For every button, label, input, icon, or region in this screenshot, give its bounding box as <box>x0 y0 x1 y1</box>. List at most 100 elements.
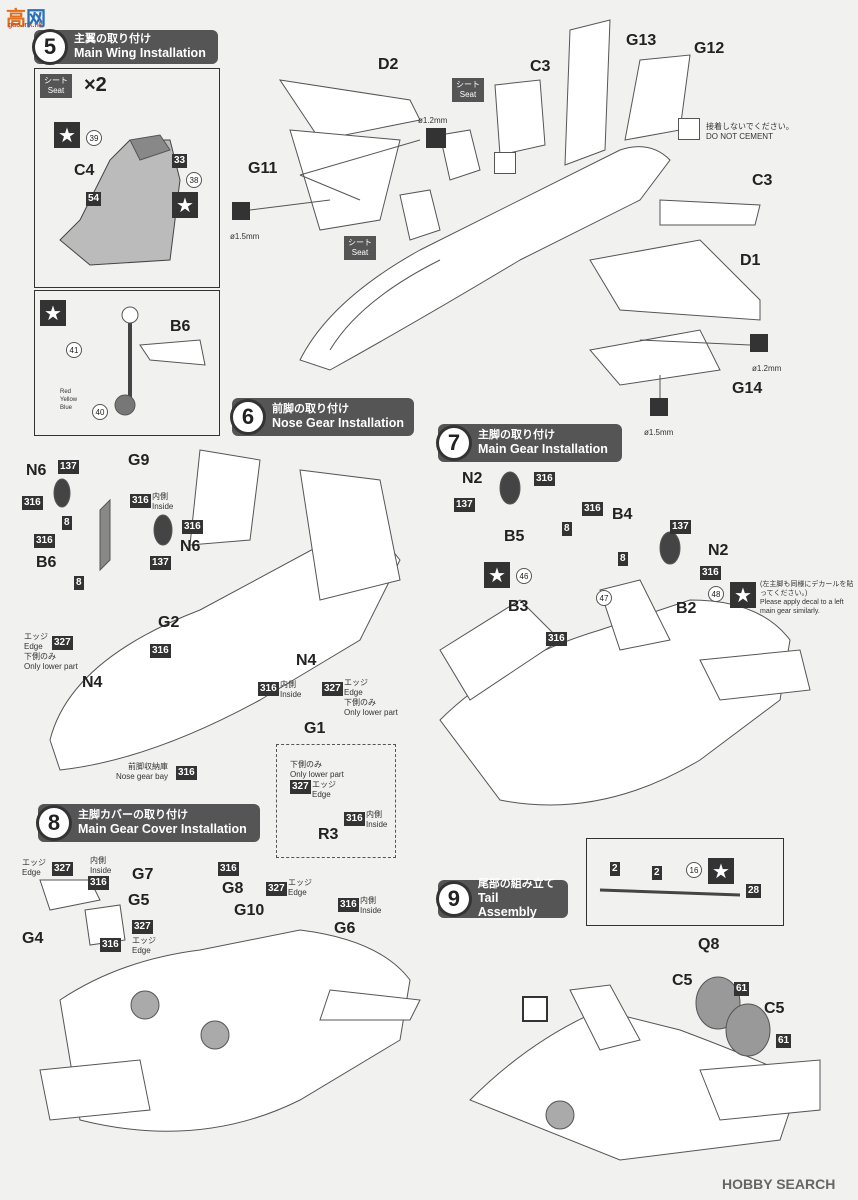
code-316: 316 <box>700 566 721 580</box>
decal-48: 48 <box>708 586 724 602</box>
part-N4-right: N4 <box>296 652 317 669</box>
code-327: 327 <box>266 882 287 896</box>
code-54: 54 <box>86 192 102 206</box>
part-B6: B6 <box>36 554 57 571</box>
code-316: 316 <box>582 502 603 516</box>
code-61: 61 <box>776 1034 792 1048</box>
part-B5: B5 <box>504 528 525 545</box>
nose-gear-inset-frame <box>34 290 220 436</box>
part-Q8: Q8 <box>698 936 720 953</box>
part-B4: B4 <box>612 506 633 523</box>
code-316: 316 <box>338 898 359 912</box>
step9-aircraft-drawing <box>469 888 821 1161</box>
step9-number: 9 <box>436 881 472 917</box>
decal-16: 16 <box>686 862 702 878</box>
code-8: 8 <box>74 576 84 590</box>
star-icon: ★ <box>484 562 510 588</box>
watermark-url: gao.ink.hk <box>8 22 43 29</box>
code-316: 316 <box>22 496 43 510</box>
code-8: 8 <box>62 516 72 530</box>
part-N2: N2 <box>462 470 483 487</box>
part-B6-inset: B6 <box>170 318 191 335</box>
code-316: 316 <box>182 520 203 534</box>
decal-46: 46 <box>516 568 532 584</box>
drill-icon <box>522 996 548 1022</box>
step5-number: 5 <box>32 29 68 65</box>
star-icon: ★ <box>40 300 66 326</box>
part-G5: G5 <box>128 892 150 909</box>
part-G9: G9 <box>128 452 150 469</box>
part-C3-right: C3 <box>752 172 773 189</box>
code-316: 316 <box>34 534 55 548</box>
part-C5: C5 <box>672 972 693 989</box>
code-327: 327 <box>290 780 311 794</box>
code-33: 33 <box>172 154 188 168</box>
code-316: 316 <box>344 812 365 826</box>
code-8: 8 <box>562 522 572 536</box>
tail-inset-frame <box>586 838 784 926</box>
code-327: 327 <box>52 636 73 650</box>
part-D1: D1 <box>740 252 761 269</box>
part-B3: B3 <box>508 598 529 615</box>
drill-note-15: ø1.5mm <box>230 232 260 241</box>
code-327: 327 <box>132 920 153 934</box>
part-G13: G13 <box>626 32 657 49</box>
code-137: 137 <box>454 498 475 512</box>
part-G10: G10 <box>234 902 265 919</box>
code-61: 61 <box>734 982 750 996</box>
part-R3: R3 <box>318 826 339 843</box>
step6-aircraft-drawing <box>49 449 401 771</box>
code-316: 316 <box>258 682 279 696</box>
part-N6: N6 <box>26 462 47 479</box>
part-G6: G6 <box>334 920 356 937</box>
code-327: 327 <box>322 682 343 696</box>
code-137: 137 <box>150 556 171 570</box>
step8-number: 8 <box>36 805 72 841</box>
no-cement-note: 接着しないでください。DO NOT CEMENT <box>706 122 794 141</box>
code-8: 8 <box>618 552 628 566</box>
part-G2: G2 <box>158 614 180 631</box>
part-G4: G4 <box>22 930 44 947</box>
code-316: 316 <box>88 876 109 890</box>
part-D2: D2 <box>378 56 399 73</box>
code-28: 28 <box>746 884 762 898</box>
seat-inset-frame <box>34 68 220 288</box>
part-N2-right: N2 <box>708 542 729 559</box>
step7-aircraft-drawing <box>439 471 811 806</box>
part-G7: G7 <box>132 866 154 883</box>
code-316: 316 <box>176 766 197 780</box>
no-cement-icon <box>678 118 700 140</box>
drill-icon <box>650 398 668 416</box>
code-316: 316 <box>546 632 567 646</box>
star-icon: ★ <box>172 192 198 218</box>
part-G8: G8 <box>222 880 244 897</box>
drill-note-12: ø1.2mm <box>418 116 448 125</box>
code-316: 316 <box>150 644 171 658</box>
part-B2: B2 <box>676 600 697 617</box>
seat-inset-drawing <box>59 134 181 266</box>
code-137: 137 <box>670 520 691 534</box>
star-icon: ★ <box>708 858 734 884</box>
part-G12: G12 <box>694 40 725 57</box>
